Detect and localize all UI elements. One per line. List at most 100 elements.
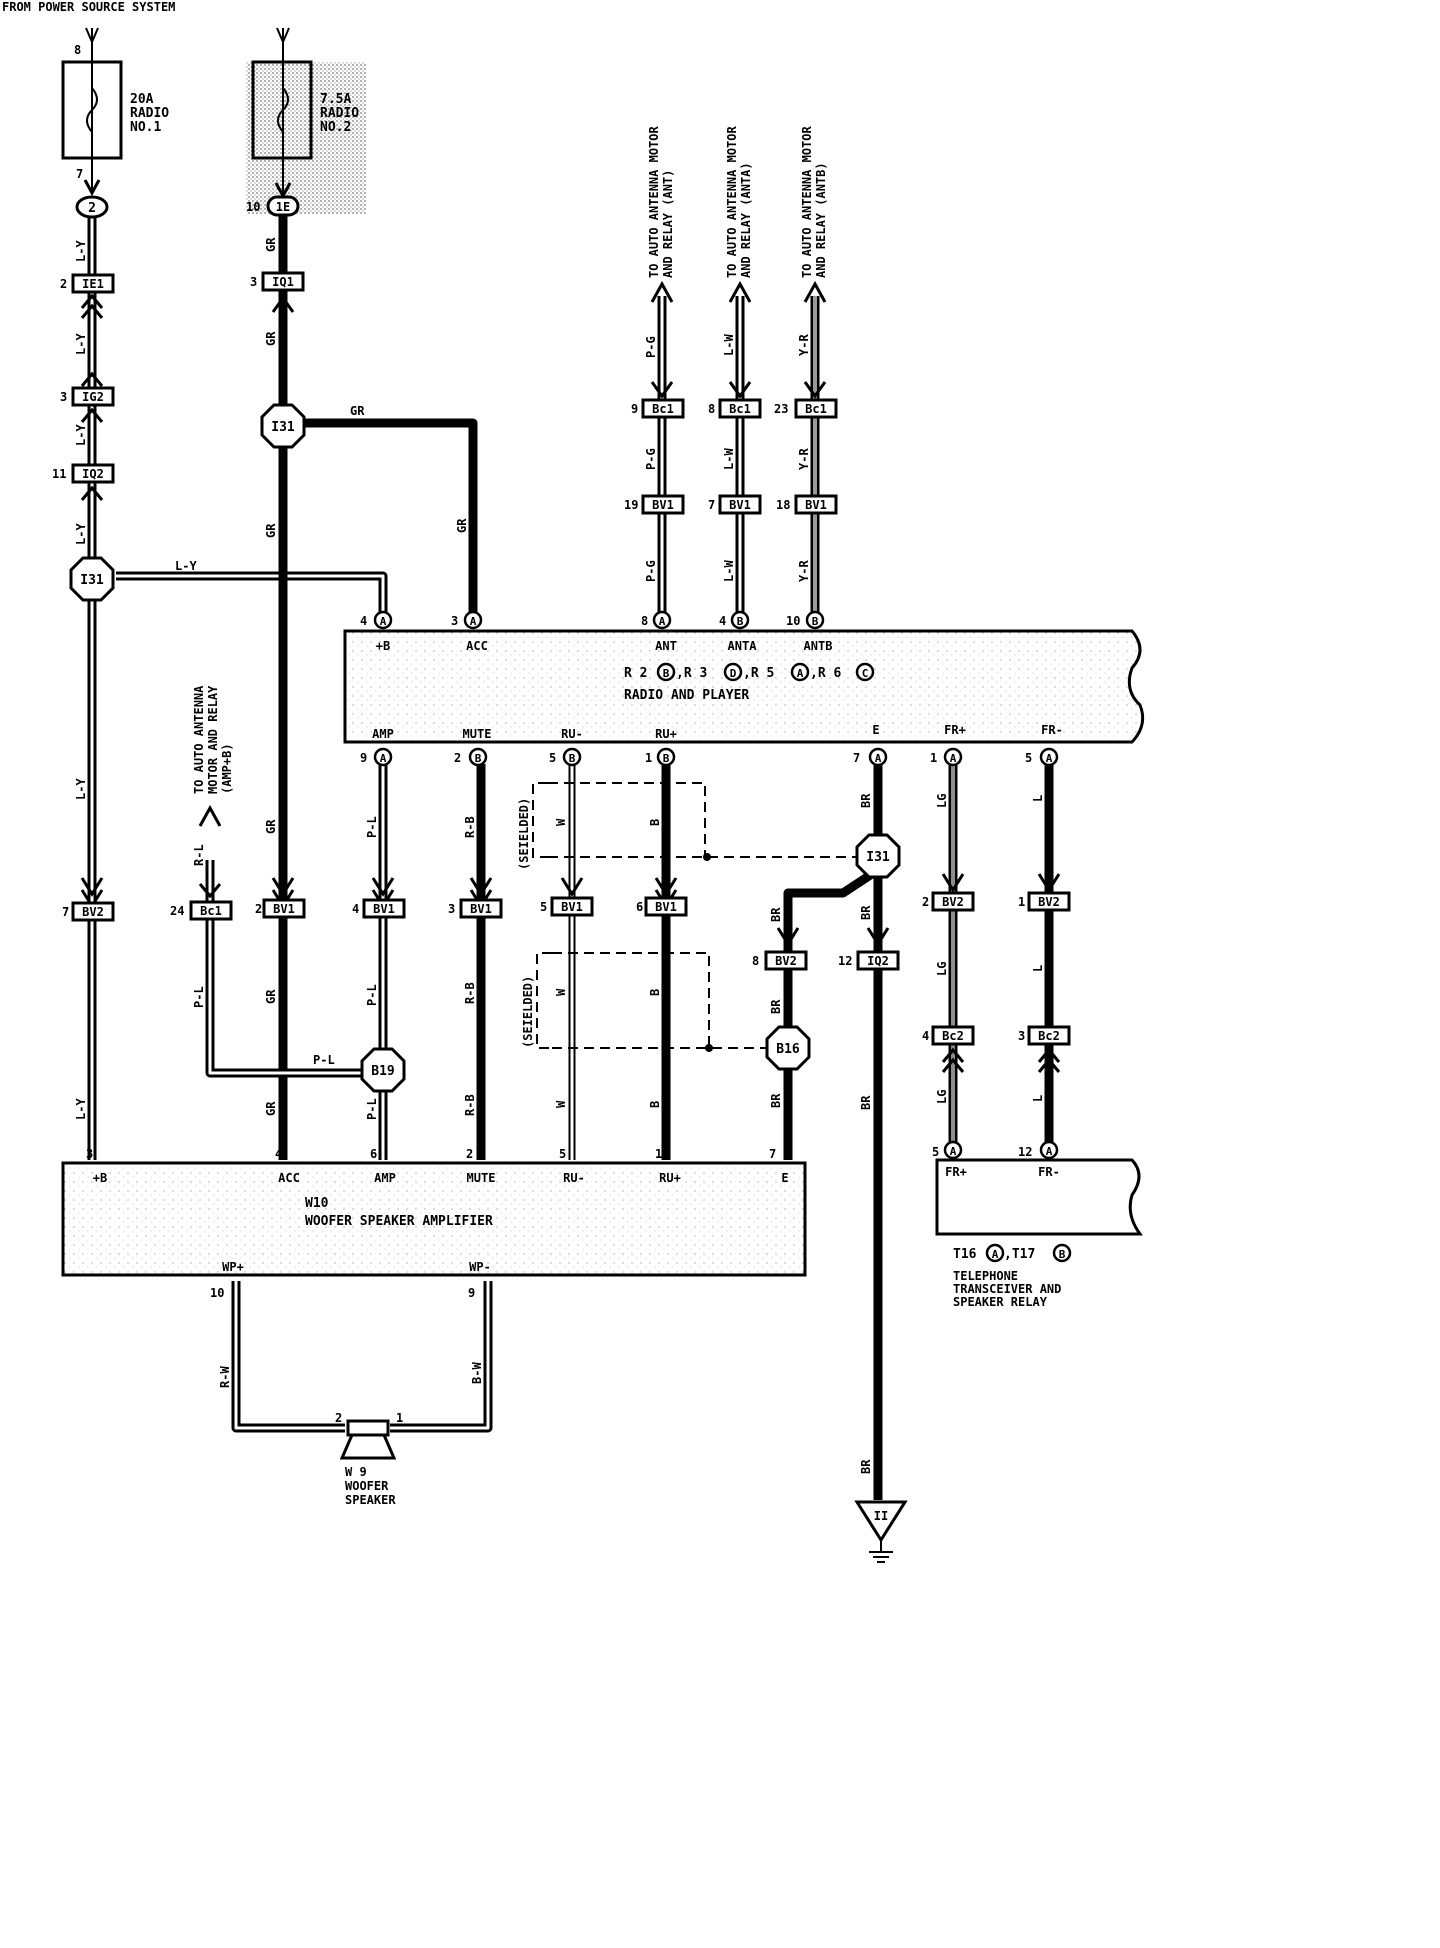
radio-pin-antb-letter: B xyxy=(812,615,819,628)
wlabel-bw: B-W xyxy=(470,1362,484,1384)
wlabel-l-2: L xyxy=(1031,965,1045,972)
connector-bv1-pg-label: BV1 xyxy=(652,498,674,512)
radio-pin-rum-letter: B xyxy=(569,752,576,765)
wlabel-pg-1: P-G xyxy=(644,336,658,358)
wlabel-lw-3: L-W xyxy=(722,560,736,582)
wlabel-rb-3: R-B xyxy=(463,1094,477,1116)
wlabel-pl-4: P-L xyxy=(192,986,206,1008)
radio-code-c: C xyxy=(862,667,869,680)
radio-pin-ant-letter: A xyxy=(659,615,666,628)
wlabel-ly-6: L-Y xyxy=(74,1098,88,1120)
pin-ie1: 2 xyxy=(60,277,67,291)
junction-i31-right-label: I31 xyxy=(866,850,890,865)
radio-code-b: B xyxy=(663,667,670,680)
antenna-amp-line3: (AMP+B) xyxy=(220,743,234,794)
wlabel-rb-2: R-B xyxy=(463,982,477,1004)
connector-bv2-l xyxy=(1027,891,1071,912)
radio-pin-e-num: 7 xyxy=(853,751,860,765)
amp-pin-acc-num: 4 xyxy=(275,1147,282,1161)
fuse1-label1: RADIO xyxy=(130,106,169,121)
pin-bv1-rb: 3 xyxy=(448,902,455,916)
wlabel-lg-2: LG xyxy=(935,962,949,976)
wlabel-ly-3: L-Y xyxy=(74,424,88,446)
amp-pin-mute-name: MUTE xyxy=(467,1171,496,1185)
connector-1e-label: 1E xyxy=(276,200,290,214)
pin-iq1: 3 xyxy=(250,275,257,289)
connector-iq2-br xyxy=(856,950,900,971)
wlabel-lw-2: L-W xyxy=(722,448,736,470)
connector-iq2-a-label: IQ2 xyxy=(82,467,104,481)
junction-i31-left-label: I31 xyxy=(80,573,104,588)
radio-pin-ant-num: 8 xyxy=(641,614,648,628)
shield-box-lower xyxy=(536,952,768,1049)
pin-bc1-pg: 9 xyxy=(631,402,638,416)
wlabel-b-3: B xyxy=(648,1101,662,1108)
tel-code2-letter: B xyxy=(1059,1248,1066,1261)
tel-line3: SPEAKER RELAY xyxy=(953,1295,1048,1309)
wire-gr xyxy=(278,216,478,1160)
woofer-speaker-amplifier: 3 +B 4 ACC 6 AMP 2 MUTE 5 RU- 1 RU+ 7 E … xyxy=(61,1147,807,1300)
connector-2-label: 2 xyxy=(88,201,96,216)
telephone-transceiver: 5 A 12 A FR+ FR- T16 A ,T17 B TELEPHONE … xyxy=(932,1140,1143,1309)
pin-bv2-lg: 2 xyxy=(922,895,929,909)
radio-pin-frp-letter: A xyxy=(950,752,957,765)
radio-pin-antb-name: ANTB xyxy=(804,639,833,653)
connector-bv1-w xyxy=(550,896,594,917)
wlabel-rw: R-W xyxy=(218,1366,232,1388)
wlabel-pl-1: P-L xyxy=(365,816,379,838)
wire-color-labels: L-Y L-Y L-Y L-Y L-Y L-Y L-Y GR GR GR GR … xyxy=(74,237,1045,1474)
wiring-diagram: FROM POWER SOURCE SYSTEM 8 7 20A RADIO N… xyxy=(2,0,1145,1563)
wlabel-yr-1: Y-R xyxy=(797,334,811,356)
tel-fr-plus: FR+ xyxy=(945,1165,967,1179)
fuse1-label2: NO.1 xyxy=(130,120,161,135)
connector-bv2-ly-label: BV2 xyxy=(82,905,104,919)
antenna-antb-line1: TO AUTO ANTENNA MOTOR xyxy=(800,126,814,278)
wlabel-lg-3: LG xyxy=(935,1090,949,1104)
amp-pin-acc-name: ACC xyxy=(278,1171,300,1185)
wlabel-ly-1: L-Y xyxy=(74,240,88,262)
pin-bv1-b: 6 xyxy=(636,900,643,914)
wlabel-gr-5: GR xyxy=(264,989,278,1004)
amp-pin-b-num: 3 xyxy=(86,1147,93,1161)
wlabel-br-1: BR xyxy=(859,793,873,808)
wlabel-gr-1: GR xyxy=(264,237,278,252)
fuse1-pin-bottom: 7 xyxy=(76,167,83,181)
speaker-icon xyxy=(346,1419,390,1437)
amp-wp-plus: WP+ xyxy=(222,1260,244,1274)
wlabel-w-1: W xyxy=(554,818,568,826)
radio-pin-amp-name: AMP xyxy=(372,727,394,741)
antenna-annotations: TO AUTO ANTENNA MOTOR AND RELAY (ANT) TO… xyxy=(192,126,828,1048)
pin-iq2-a: 11 xyxy=(52,467,66,481)
ground-point: II xyxy=(854,1500,908,1563)
radio-code-d: D xyxy=(730,667,737,680)
antenna-antb-line2: AND RELAY (ANTB) xyxy=(814,162,828,278)
connector-bc1-lw xyxy=(718,398,762,419)
radio-pin-b-num: 4 xyxy=(360,614,367,628)
amp-pin-mute-num: 2 xyxy=(466,1147,473,1161)
amp-pin-e-name: E xyxy=(781,1171,788,1185)
antenna-amp-line1: TO AUTO ANTENNA xyxy=(192,685,206,794)
speaker-code: W 9 xyxy=(345,1465,367,1479)
amp-pin-rum-name: RU- xyxy=(563,1171,585,1185)
antenna-ant-line2: AND RELAY (ANT) xyxy=(661,170,675,278)
radio-code-mid3: ,R 6 xyxy=(810,666,841,681)
wlabel-gr-7: GR xyxy=(455,518,469,533)
connector-bv2-br-label: BV2 xyxy=(775,954,797,968)
speaker-label1: WOOFER xyxy=(345,1479,389,1493)
ground-icon xyxy=(854,1500,908,1543)
connector-iq2-a xyxy=(71,463,115,484)
speaker-pin1: 1 xyxy=(396,1411,403,1425)
wlabel-br-3: BR xyxy=(859,1095,873,1110)
connector-ig2 xyxy=(71,386,115,407)
tel-pin-frm-num: 12 xyxy=(1018,1145,1032,1159)
radio-pin-rum-name: RU- xyxy=(561,727,583,741)
shield-tap-upper xyxy=(703,853,711,861)
wlabel-l-3: L xyxy=(1031,1095,1045,1102)
radio-code-a: A xyxy=(797,667,804,680)
wlabel-pl-3: P-L xyxy=(365,1098,379,1120)
connector-bc1-yr xyxy=(794,398,838,419)
ground-label: II xyxy=(874,1509,888,1523)
radio-pin-e-letter: A xyxy=(875,752,882,765)
connector-ie1-label: IE1 xyxy=(82,277,104,291)
radio-bottom-pins: AMP 9 A MUTE 2 B RU- 5 B RU+ 1 B E 7 A F… xyxy=(360,723,1063,767)
